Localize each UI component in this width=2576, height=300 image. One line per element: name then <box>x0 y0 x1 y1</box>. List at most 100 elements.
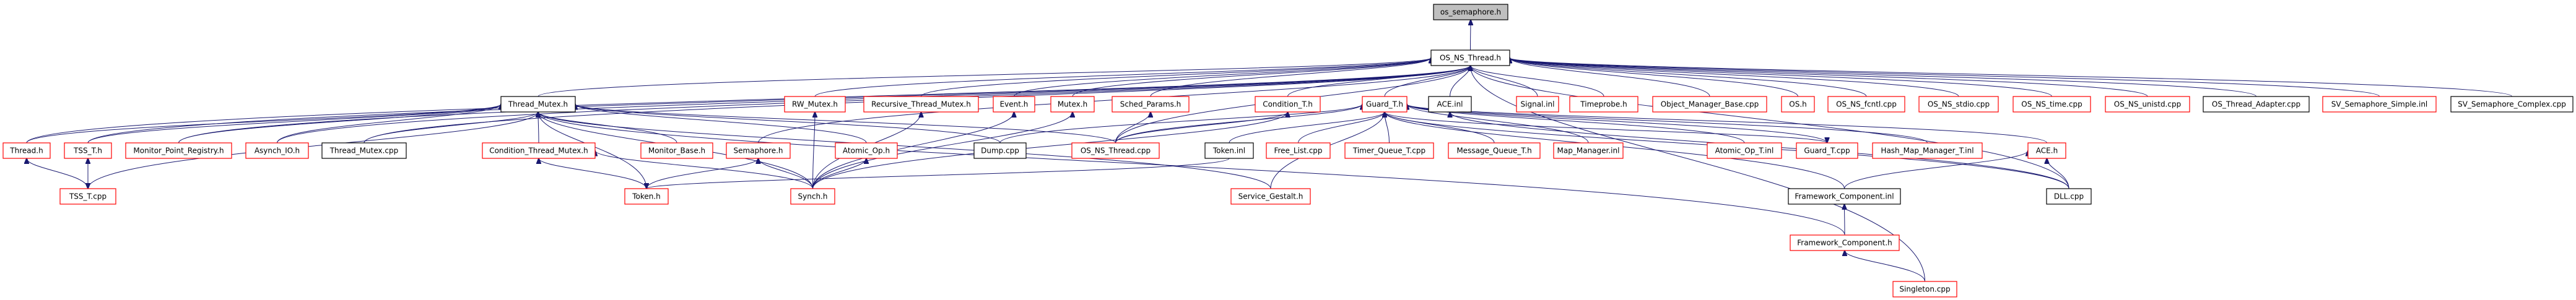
node-box[interactable] <box>1790 234 1900 251</box>
node-box[interactable] <box>2046 188 2092 205</box>
node-box[interactable] <box>1892 281 1957 298</box>
node-box[interactable] <box>1362 96 1408 113</box>
node-box[interactable] <box>2203 96 2310 113</box>
node-guard-t-cpp[interactable]: Guard_T.cpp <box>1796 142 1858 159</box>
node-box[interactable] <box>1553 142 1624 159</box>
node-box[interactable] <box>2105 96 2190 113</box>
node-box[interactable] <box>2450 96 2574 113</box>
node-box[interactable] <box>2 142 51 159</box>
node-token-inl[interactable]: Token.inl <box>1204 142 1254 159</box>
node-box[interactable] <box>1872 142 1983 159</box>
node-os-semaphore-h[interactable]: os_semaphore.h <box>1433 4 1508 20</box>
node-sv-semaphore-simple-inl[interactable]: SV_Semaphore_Simple.inl <box>2322 96 2437 113</box>
node-condition-t-h[interactable]: Condition_T.h <box>1255 96 1321 113</box>
node-synch-h[interactable]: Synch.h <box>790 188 835 205</box>
node-token-h[interactable]: Token.h <box>624 188 669 205</box>
node-box[interactable] <box>64 142 112 159</box>
node-timeprobe-h[interactable]: Timeprobe.h <box>1569 96 1638 113</box>
node-sv-semaphore-complex-cpp[interactable]: SV_Semaphore_Complex.cpp <box>2450 96 2574 113</box>
node-signal-inl[interactable]: Signal.inl <box>1516 96 1559 113</box>
node-free-list-cpp[interactable]: Free_List.cpp <box>1266 142 1331 159</box>
node-os-ns-thread-cpp[interactable]: OS_NS_Thread.cpp <box>1071 142 1160 159</box>
node-box[interactable] <box>790 188 835 205</box>
node-box[interactable] <box>993 96 1035 113</box>
node-box[interactable] <box>1707 142 1782 159</box>
node-mutex-h[interactable]: Mutex.h <box>1050 96 1095 113</box>
node-os-thread-adapter-cpp[interactable]: OS_Thread_Adapter.cpp <box>2203 96 2310 113</box>
node-box[interactable] <box>59 188 116 205</box>
node-os-ns-unistd-cpp[interactable]: OS_NS_unistd.cpp <box>2105 96 2190 113</box>
node-box[interactable] <box>1112 96 1190 113</box>
node-box[interactable] <box>1781 96 1815 113</box>
node-box[interactable] <box>1266 142 1331 159</box>
node-monitor-base-h[interactable]: Monitor_Base.h <box>640 142 713 159</box>
node-box[interactable] <box>1344 142 1434 159</box>
node-tss-t-h[interactable]: TSS_T.h <box>64 142 112 159</box>
node-box[interactable] <box>1796 142 1858 159</box>
node-box[interactable] <box>1204 142 1254 159</box>
node-box[interactable] <box>640 142 713 159</box>
node-box[interactable] <box>1430 49 1510 66</box>
node-semaphore-h[interactable]: Semaphore.h <box>726 142 791 159</box>
node-message-queue-t-h[interactable]: Message_Queue_T.h <box>1448 142 1541 159</box>
node-thread-mutex-h[interactable]: Thread_Mutex.h <box>500 96 576 113</box>
node-os-ns-time-cpp[interactable]: OS_NS_time.cpp <box>2012 96 2091 113</box>
node-thread-h[interactable]: Thread.h <box>2 142 51 159</box>
node-box[interactable] <box>482 142 596 159</box>
node-atomic-op-t-inl[interactable]: Atomic_Op_T.inl <box>1707 142 1782 159</box>
node-box[interactable] <box>245 142 309 159</box>
node-box[interactable] <box>1827 96 1905 113</box>
node-framework-component-h[interactable]: Framework_Component.h <box>1790 234 1900 251</box>
node-guard-t-h[interactable]: Guard_T.h <box>1362 96 1408 113</box>
node-timer-queue-t-cpp[interactable]: Timer_Queue_T.cpp <box>1344 142 1434 159</box>
node-box[interactable] <box>1516 96 1559 113</box>
node-ace-h[interactable]: ACE.h <box>2027 142 2066 159</box>
node-dll-cpp[interactable]: DLL.cpp <box>2046 188 2092 205</box>
node-box[interactable] <box>1255 96 1321 113</box>
node-box[interactable] <box>1071 142 1160 159</box>
node-event-h[interactable]: Event.h <box>993 96 1035 113</box>
node-os-ns-fcntl-cpp[interactable]: OS_NS_fcntl.cpp <box>1827 96 1905 113</box>
node-tss-t-cpp[interactable]: TSS_T.cpp <box>59 188 116 205</box>
node-box[interactable] <box>726 142 791 159</box>
node-framework-component-inl[interactable]: Framework_Component.inl <box>1788 188 1901 205</box>
node-box[interactable] <box>1448 142 1541 159</box>
node-box[interactable] <box>125 142 232 159</box>
node-object-manager-base-cpp[interactable]: Object_Manager_Base.cpp <box>1652 96 1767 113</box>
node-box[interactable] <box>2322 96 2437 113</box>
node-box[interactable] <box>1788 188 1901 205</box>
node-box[interactable] <box>624 188 669 205</box>
node-box[interactable] <box>1918 96 1999 113</box>
node-box[interactable] <box>835 142 898 159</box>
node-box[interactable] <box>1569 96 1638 113</box>
node-box[interactable] <box>1230 188 1311 205</box>
node-box[interactable] <box>784 96 846 113</box>
node-service-gestalt-h[interactable]: Service_Gestalt.h <box>1230 188 1311 205</box>
node-box[interactable] <box>2027 142 2066 159</box>
node-os-ns-thread-h[interactable]: OS_NS_Thread.h <box>1430 49 1510 66</box>
node-box[interactable] <box>1652 96 1767 113</box>
node-box[interactable] <box>1433 4 1508 20</box>
node-rw-mutex-h[interactable]: RW_Mutex.h <box>784 96 846 113</box>
node-sched-params-h[interactable]: Sched_Params.h <box>1112 96 1190 113</box>
node-box[interactable] <box>500 96 576 113</box>
node-map-manager-inl[interactable]: Map_Manager.inl <box>1553 142 1624 159</box>
node-recursive-thread-mutex-h[interactable]: Recursive_Thread_Mutex.h <box>863 96 979 113</box>
node-monitor-point-registry-h[interactable]: Monitor_Point_Registry.h <box>125 142 232 159</box>
node-box[interactable] <box>863 96 979 113</box>
node-os-ns-stdio-cpp[interactable]: OS_NS_stdio.cpp <box>1918 96 1999 113</box>
node-os-h[interactable]: OS.h <box>1781 96 1815 113</box>
node-box[interactable] <box>973 142 1027 159</box>
node-box[interactable] <box>1428 96 1472 113</box>
node-condition-thread-mutex-h[interactable]: Condition_Thread_Mutex.h <box>482 142 596 159</box>
node-box[interactable] <box>321 142 407 159</box>
node-atomic-op-h[interactable]: Atomic_Op.h <box>835 142 898 159</box>
node-thread-mutex-cpp[interactable]: Thread_Mutex.cpp <box>321 142 407 159</box>
node-dump-cpp[interactable]: Dump.cpp <box>973 142 1027 159</box>
node-hash-map-manager-t-inl[interactable]: Hash_Map_Manager_T.inl <box>1872 142 1983 159</box>
node-box[interactable] <box>1050 96 1095 113</box>
node-ace-inl[interactable]: ACE.inl <box>1428 96 1472 113</box>
node-singleton-cpp[interactable]: Singleton.cpp <box>1892 281 1957 298</box>
node-box[interactable] <box>2012 96 2091 113</box>
node-asynch-io-h[interactable]: Asynch_IO.h <box>245 142 309 159</box>
